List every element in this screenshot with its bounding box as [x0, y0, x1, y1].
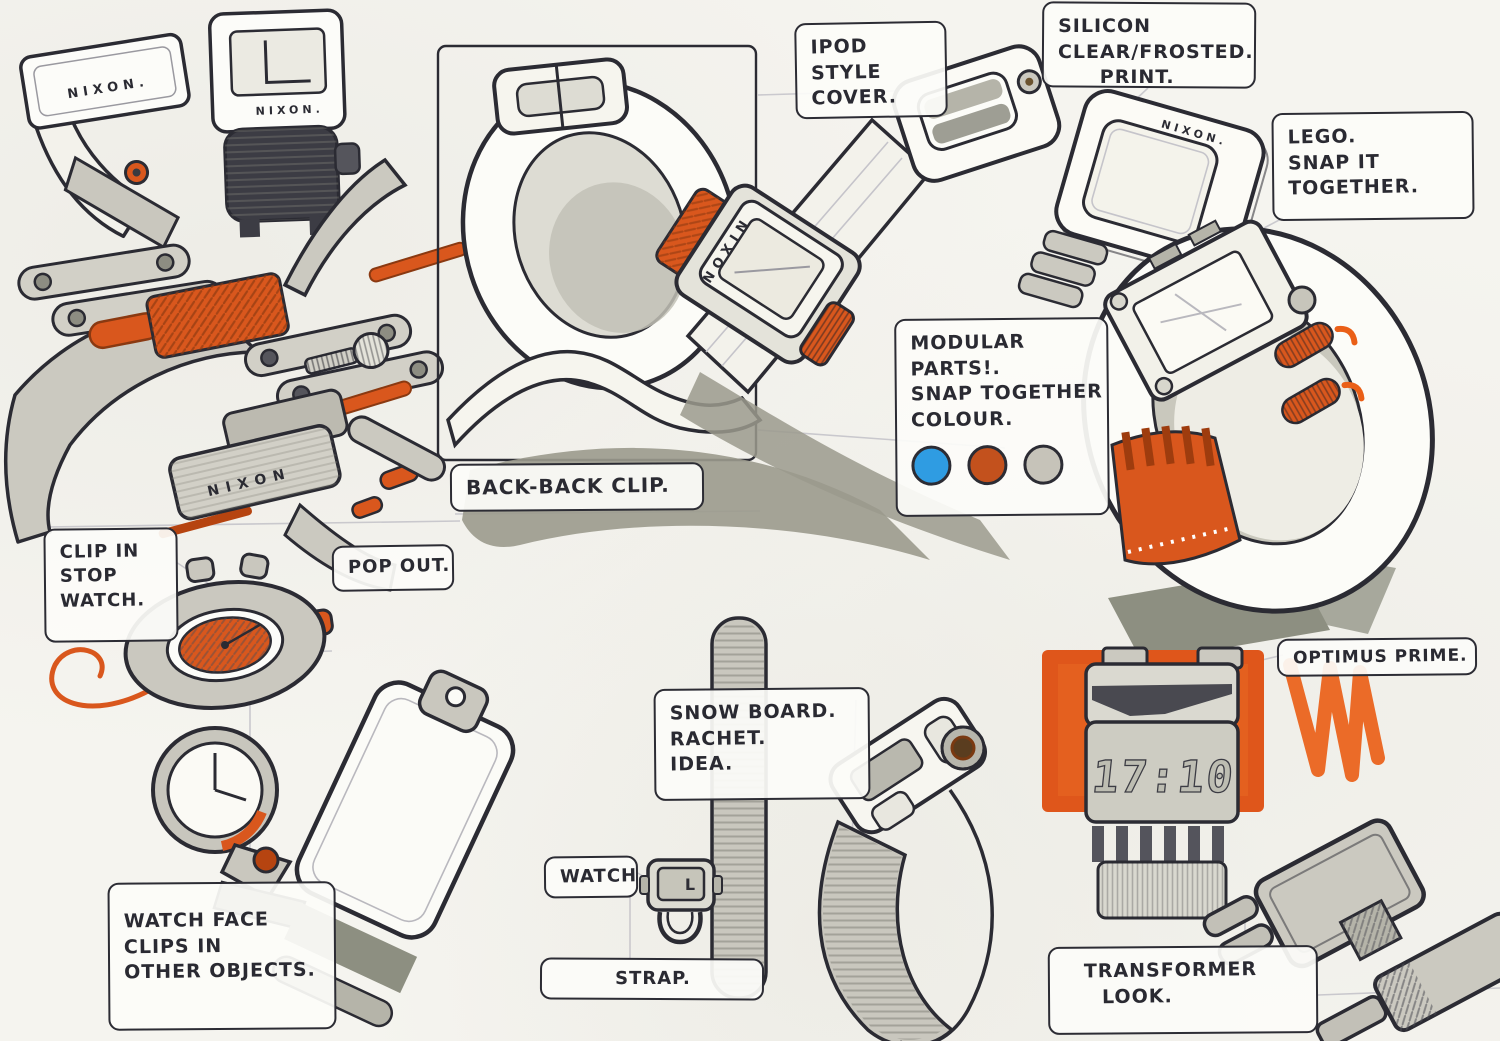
callout-line: COVER.: [811, 85, 898, 110]
nixon-brand-text: NIXON.: [255, 102, 324, 117]
callout-watch-face-clips: WATCH FACE CLIPS IN OTHER OBJECTS.: [107, 881, 337, 1031]
callout-snow-board: SNOW BOARD. RACHET. IDEA.: [653, 687, 871, 801]
callout-line: TRANSFORMER: [1083, 958, 1258, 983]
callout-line: PRINT.: [1099, 66, 1175, 89]
callout-line: MODULAR: [910, 330, 1026, 355]
sketch-wristband-watch: [1081, 219, 1435, 662]
orange-pushers: [1274, 321, 1365, 425]
callout-line: SNOW BOARD.: [669, 699, 837, 725]
callout-ipod-style-cover: IPOD STYLE COVER.: [794, 20, 948, 120]
mini-watch-dial-letter: L: [685, 875, 695, 894]
callout-line: STRAP.: [615, 967, 691, 990]
link-arm: [17, 243, 191, 301]
callout-line: CLIP IN: [59, 540, 140, 563]
callout-line: OTHER OBJECTS.: [123, 958, 316, 984]
callout-line: LEGO.: [1287, 125, 1357, 149]
orange-bezel-arc: [220, 809, 267, 851]
callout-line: SILICON: [1058, 15, 1152, 38]
callout-line: CLIPS IN: [123, 934, 223, 959]
callout-strap: STRAP.: [539, 957, 765, 1001]
knurled-screw: [304, 331, 390, 375]
swatch-gray-dot: [1023, 444, 1064, 485]
orange-scribble: [1283, 658, 1385, 782]
callout-optimus-prime: OPTIMUS PRIME.: [1276, 637, 1478, 677]
callout-line: WATCH.: [59, 589, 146, 612]
sketch-exploded-links: NIXON: [3, 157, 468, 592]
sketch-ratchet-strap: L: [639, 616, 768, 1000]
callout-line: OPTIMUS PRIME.: [1292, 645, 1468, 669]
clasp-body: NIXON: [168, 388, 349, 521]
curled-strap-loop: [460, 57, 740, 391]
ratchet-crown: [950, 735, 976, 761]
callout-back-back-clip: BACK-BACK CLIP.: [449, 462, 705, 512]
watch-face-plate: [1103, 219, 1309, 402]
orange-cord: [49, 647, 153, 709]
sketch-watchface-clip: [151, 726, 307, 930]
sketch-optimus-digital-watch: 17:10: [1042, 646, 1385, 920]
callout-line: PARTS!.: [910, 356, 1001, 381]
callout-line: IDEA.: [670, 752, 734, 776]
callout-clip-in-stop-watch: CLIP IN STOP WATCH.: [43, 527, 179, 643]
sketch-stopwatch: [49, 552, 334, 710]
callout-line: IPOD: [810, 35, 868, 59]
callout-line: WATCH: [559, 865, 638, 888]
callout-line: COLOUR.: [910, 407, 1014, 432]
strap-watch-module: NIXON: [655, 183, 862, 367]
callout-lego-snap: LEGO. SNAP IT TOGETHER.: [1271, 110, 1475, 222]
callout-transformer-look: TRANSFORMER LOOK.: [1047, 945, 1319, 1035]
callout-line: TOGETHER.: [1288, 175, 1420, 200]
swatch-orange-dot: [967, 444, 1008, 485]
orange-pin-rod: [368, 241, 468, 283]
svg-text:17:10: 17:10: [1090, 752, 1238, 803]
clasp-arm: [347, 415, 446, 482]
orange-peg: [351, 496, 384, 519]
callout-pop-out: POP OUT.: [331, 544, 455, 592]
sketch-front-module-watch: NIXON.: [208, 8, 361, 238]
callout-line: RACHET.: [669, 726, 767, 751]
callout-line: BACK-BACK CLIP.: [465, 472, 670, 500]
callout-line: STOP: [59, 565, 118, 588]
sketch-profile-clip-watch: NIXON.: [19, 32, 191, 250]
callout-line: SNAP TOGETHER: [910, 380, 1103, 406]
mini-clip-watch: L: [639, 858, 723, 945]
orange-module: [88, 272, 290, 359]
callout-modular-parts: MODULAR PARTS!. SNAP TOGETHER COLOUR.: [894, 317, 1110, 517]
callout-line: SNAP IT: [1287, 150, 1381, 175]
callout-watch: WATCH: [543, 855, 639, 899]
colour-swatch-row: [911, 444, 1095, 486]
callout-line: LOOK.: [1101, 984, 1173, 1008]
callout-silicon-print: SILICON CLEAR/FROSTED. PRINT.: [1041, 1, 1257, 89]
sketch-transformer-buckle: [1202, 818, 1500, 1041]
callout-line: POP OUT.: [347, 554, 451, 578]
callout-line: STYLE: [810, 60, 882, 85]
swatch-blue-dot: [911, 445, 952, 486]
orange-pencil-rod: [158, 506, 252, 539]
sketch-ratchet-buckle-watch: [817, 696, 994, 1041]
callout-line: WATCH FACE: [123, 908, 270, 933]
comb-teeth: [1092, 826, 1224, 862]
orange-wrist-module: [1110, 425, 1242, 566]
callout-line: CLEAR/FROSTED.: [1057, 40, 1254, 63]
digital-time-display: 17:10: [1089, 751, 1238, 803]
